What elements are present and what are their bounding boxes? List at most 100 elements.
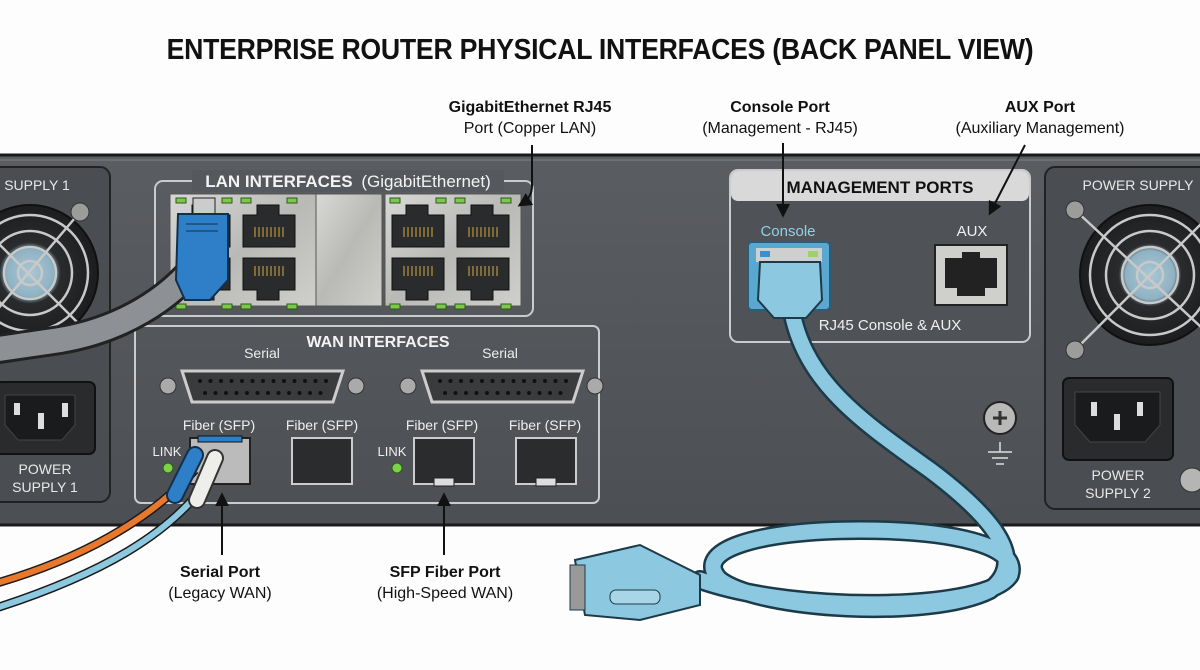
sfp-latch-4 xyxy=(535,477,557,487)
serial-pin xyxy=(443,391,447,395)
management-heading-bg xyxy=(731,171,1029,201)
serial-pin xyxy=(324,379,328,383)
callout-console-title: Console Port xyxy=(730,99,830,116)
serial-pin xyxy=(271,379,276,383)
serial-pin xyxy=(516,391,521,395)
serial-pin xyxy=(255,391,260,395)
arrow-gigabit-icon xyxy=(517,184,534,207)
serial-pin xyxy=(532,379,537,383)
console-port-label: Console xyxy=(760,223,815,240)
lan-port-led-left xyxy=(454,303,466,310)
console-led-green xyxy=(808,251,818,257)
page-title: ENTERPRISE ROUTER PHYSICAL INTERFACES (B… xyxy=(166,34,1034,66)
lan-port[interactable] xyxy=(242,257,296,301)
lan-port-block-mid xyxy=(315,193,383,307)
ground-screw-cross xyxy=(993,411,1007,425)
lan-port-led-left xyxy=(240,197,252,204)
serial-pin xyxy=(469,379,474,383)
lan-port[interactable] xyxy=(391,257,445,301)
lan-port-led-right xyxy=(286,303,298,310)
serial-label-2: Serial xyxy=(482,345,518,361)
serial-pin xyxy=(495,391,500,395)
serial-pin xyxy=(448,379,453,383)
sfp-port-2[interactable] xyxy=(291,437,353,485)
console-led-blue xyxy=(760,251,770,257)
serial-pin xyxy=(234,391,239,395)
ground-terminal xyxy=(983,401,1017,465)
lan-port-led-right xyxy=(500,197,512,204)
db9-connector-icon xyxy=(569,543,701,622)
callout-gigabit: GigabitEthernet RJ45 Port (Copper LAN) xyxy=(400,97,660,139)
psu2-fan-icon xyxy=(1079,204,1200,346)
serial-pin xyxy=(474,391,479,395)
serial-pin xyxy=(543,379,547,383)
sfp-port-4[interactable] xyxy=(515,437,577,485)
lan-port[interactable] xyxy=(242,204,296,248)
serial-pin xyxy=(558,391,563,395)
psu2-top-label: POWER SUPPLY xyxy=(1083,177,1195,193)
psu2-bottom-label-line2: SUPPLY 2 xyxy=(1085,485,1151,501)
serial-pin xyxy=(464,391,468,395)
psu1-pin-icon xyxy=(14,403,20,415)
serial-pin xyxy=(490,379,495,383)
serial-pins xyxy=(198,379,568,395)
lan-port-led-right xyxy=(286,197,298,204)
sfp-label-1: Fiber (SFP) xyxy=(183,417,255,433)
serial-pin xyxy=(297,391,302,395)
psu2-fan-grill-icon xyxy=(1074,209,1200,351)
callout-serial-subtitle: (Legacy WAN) xyxy=(168,585,272,602)
psu1-screw-icon xyxy=(70,202,90,222)
serial-pin xyxy=(501,379,505,383)
psu2-pin-icon xyxy=(1091,402,1097,416)
sfp-port-3[interactable] xyxy=(413,437,475,485)
power-supply-2: POWER SUPPLY POWER SUPPLY 2 xyxy=(1044,166,1200,510)
lan-port-led-right xyxy=(500,303,512,310)
lan-port-led-left xyxy=(175,303,187,310)
fiber-connector-white-fill xyxy=(190,451,222,507)
callout-gigabit-subtitle: Port (Copper LAN) xyxy=(463,120,597,137)
lan-heading: LAN INTERFACES (GigabitEthernet) xyxy=(205,172,491,191)
serial-pin xyxy=(208,379,213,383)
callout-sfp: SFP Fiber Port (High-Speed WAN) xyxy=(340,562,550,604)
serial-pin xyxy=(564,379,568,383)
sfp-label-3: Fiber (SFP) xyxy=(406,417,478,433)
callout-console-subtitle: (Management - RJ45) xyxy=(702,120,858,137)
callout-console: Console Port (Management - RJ45) xyxy=(670,97,890,139)
console-port-metal xyxy=(756,248,822,262)
lan-heading-bg xyxy=(192,170,504,192)
serial-pin xyxy=(485,391,489,395)
serial-pin xyxy=(480,379,484,383)
serial-pin xyxy=(287,391,291,395)
link-led-1 xyxy=(162,462,174,474)
psu2-screw-icon xyxy=(1179,467,1200,493)
aux-rj45-socket-icon xyxy=(945,252,997,296)
lan-port[interactable] xyxy=(456,204,510,248)
lan-port-led-right xyxy=(221,197,233,204)
serial-pin xyxy=(459,379,463,383)
serial-pin xyxy=(453,391,458,395)
serial-pin xyxy=(198,379,202,383)
callout-aux-title: AUX Port xyxy=(1004,99,1076,116)
lan-port[interactable] xyxy=(456,257,510,301)
link-label-1: LINK xyxy=(153,444,182,459)
console-cable xyxy=(692,292,1019,616)
lan-port-led-left xyxy=(389,303,401,310)
serial-pin xyxy=(219,379,223,383)
serial-pin xyxy=(308,391,312,395)
ethernet-plug-icon xyxy=(174,197,229,301)
serial-pin xyxy=(553,379,558,383)
ethernet-cable xyxy=(0,252,210,361)
serial-pin xyxy=(229,379,234,383)
serial-pin xyxy=(240,379,244,383)
serial-pin xyxy=(318,391,323,395)
serial-pin xyxy=(282,379,286,383)
lan-port-led-left xyxy=(240,303,252,310)
serial-pin xyxy=(506,391,510,395)
psu2-screw-icon xyxy=(1065,340,1085,360)
serial-pin xyxy=(276,391,281,395)
serial-port-1-icon xyxy=(159,369,365,404)
psu2-bottom-label-line1: POWER xyxy=(1092,467,1145,483)
psu1-pin-icon xyxy=(38,413,44,429)
lan-port[interactable] xyxy=(391,204,445,248)
